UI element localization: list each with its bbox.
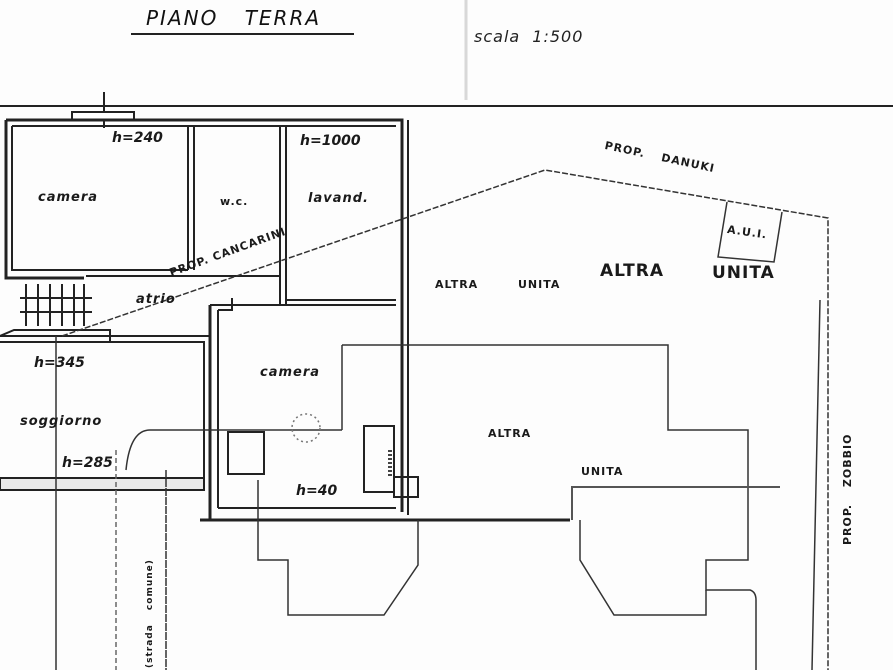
strada-comune-label: (strada comune)	[145, 559, 155, 668]
altra-unita-big-2: UNITA	[712, 263, 775, 283]
lavanderia-height: h=1000	[300, 133, 361, 149]
radiator-box	[363, 425, 395, 493]
altra-unita-center-1: ALTRA	[488, 427, 532, 440]
altra-unita-outline	[342, 344, 757, 670]
property-boundary-line	[61, 169, 829, 670]
altra-unita-small-1: ALTRA	[435, 278, 479, 291]
soggiorno-height-top: h=345	[34, 355, 85, 371]
altra-unita-small-2: UNITA	[518, 278, 561, 291]
plan-title: PIANO TERRA	[146, 6, 322, 30]
prop-zobbio-label: PROP. ZOBBIO	[841, 433, 854, 545]
meter-box	[227, 431, 265, 475]
wc-label: w.c.	[220, 195, 249, 208]
scale-label: scala 1:500	[474, 27, 584, 46]
camera-2-label: camera	[260, 365, 321, 380]
altra-unita-step	[571, 486, 780, 520]
lower-outline	[257, 480, 419, 616]
soggiorno-label: soggiorno	[20, 414, 103, 429]
title-underline	[131, 33, 354, 35]
curved-path	[125, 429, 236, 471]
aui-box	[717, 201, 783, 263]
altra-unita-big-1: ALTRA	[600, 261, 665, 281]
soggiorno-height-bottom: h=285	[62, 455, 113, 471]
camera-1-height: h=240	[112, 130, 163, 146]
atrio-label: atrio	[136, 292, 176, 307]
boiler-box	[393, 476, 419, 498]
fixture-circle	[291, 413, 321, 443]
camera-1-label: camera	[38, 190, 99, 205]
window-top	[71, 92, 135, 128]
lavanderia-label: lavand.	[308, 191, 369, 206]
building-walls	[0, 118, 570, 522]
right-boundary-line	[811, 299, 821, 670]
staircase	[0, 284, 111, 342]
camera-2-height: h=40	[296, 483, 338, 499]
altra-unita-center-2: UNITA	[581, 465, 624, 478]
